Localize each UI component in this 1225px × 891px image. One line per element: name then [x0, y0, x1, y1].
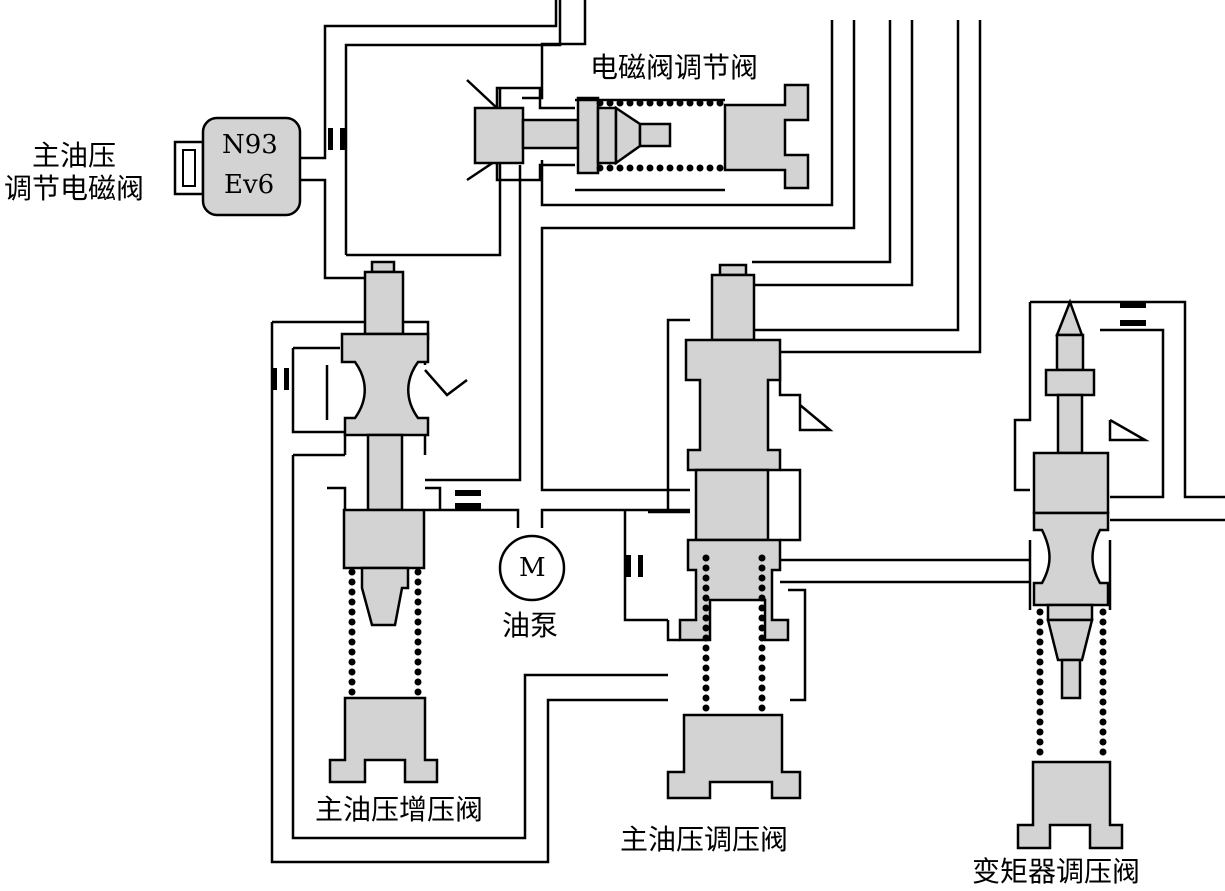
main-regulator-valve	[648, 263, 834, 800]
solenoid-n93	[173, 116, 302, 217]
solenoid-code-line1: N93	[222, 130, 278, 160]
solenoid-code-line2: Ev6	[224, 170, 275, 200]
pump-label: 油泵	[502, 609, 559, 642]
main-regulator-valve-label: 主油压调压阀	[620, 823, 789, 856]
oil-passages	[270, 0, 1225, 864]
solenoid-body	[201, 116, 302, 217]
solenoid-title-line2: 调节电磁阀	[4, 172, 145, 205]
solenoid-title-line1: 主油压	[32, 139, 117, 172]
booster-valve	[325, 260, 468, 784]
solenoid-regulator-valve	[466, 79, 810, 192]
orifices	[272, 128, 1146, 577]
converter-regulator-valve-label: 变矩器调压阀	[972, 855, 1141, 888]
pump-circle	[498, 534, 566, 602]
solenoid-regulator-valve-label: 电磁阀调节阀	[590, 51, 759, 84]
pump-symbol: M	[519, 553, 546, 583]
converter-regulator-valve	[1013, 298, 1150, 850]
booster-valve-label: 主油压增压阀	[315, 793, 484, 826]
oil-pump	[498, 534, 566, 602]
